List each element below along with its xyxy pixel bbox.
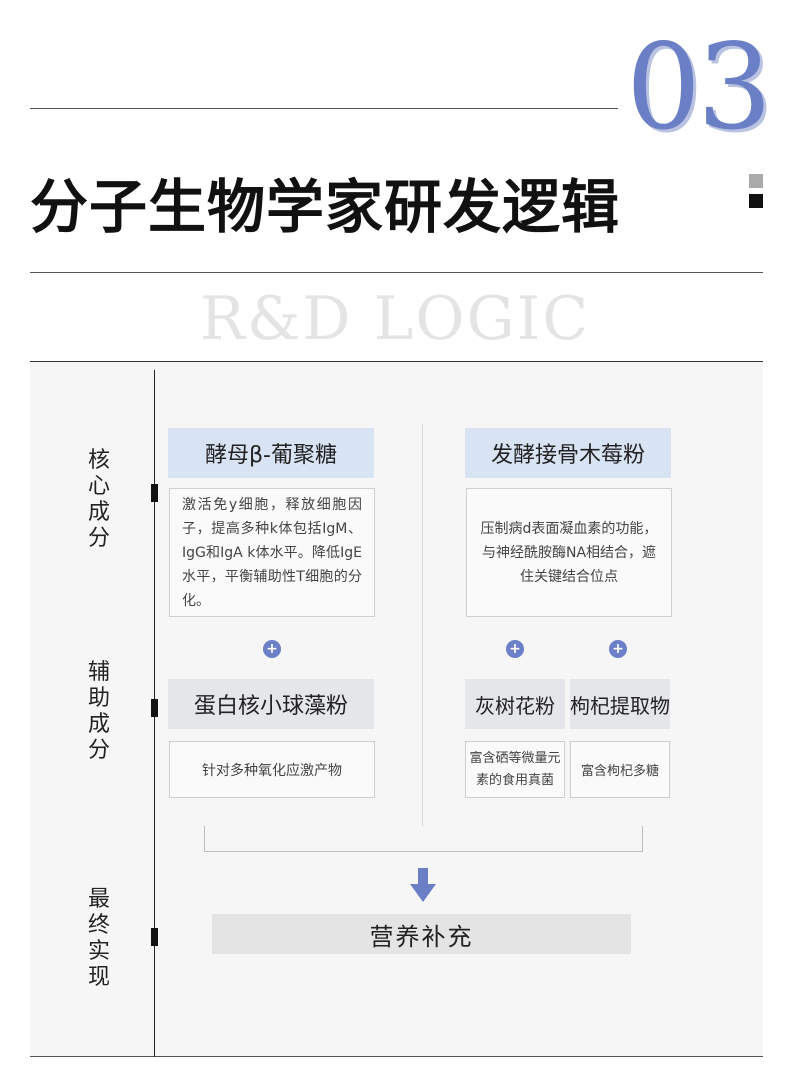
bottom-divider xyxy=(30,1056,763,1057)
aux-title-left: 蛋白核小球藻粉 xyxy=(168,679,374,729)
result-box: 营养补充 xyxy=(212,914,631,954)
aux2-title-right: 枸杞提取物 xyxy=(570,679,670,729)
label-final-result: 最终实现 xyxy=(87,887,110,990)
arrow-down-icon xyxy=(410,868,436,902)
label-core-ingredients: 核心成分 xyxy=(87,448,110,551)
aux1-desc-right: 富含硒等微量元素的食用真菌 xyxy=(465,741,565,798)
aux1-title-right: 灰树花粉 xyxy=(465,679,565,729)
timeline-marker-aux xyxy=(151,699,158,717)
core-desc-left: 激活免y细胞，释放细胞因子，提高多种k体包括IgM、IgG和IgA k体水平。降… xyxy=(169,488,375,617)
timeline-marker-final xyxy=(151,928,158,946)
grey-square-icon xyxy=(749,174,763,188)
core-title-left: 酵母β-葡聚糖 xyxy=(168,428,374,478)
page-subtitle: R&D LOGIC xyxy=(199,284,591,354)
core-desc-right: 压制病d表面凝血素的功能，与神经酰胺酶NA相结合，遮住关键结合位点 xyxy=(466,488,672,617)
core-title-right: 发酵接骨木莓粉 xyxy=(465,428,671,478)
page-title: 分子生物学家研发逻辑 xyxy=(30,173,621,241)
timeline-marker-core xyxy=(151,484,158,502)
aux-desc-left: 针对多种氧化应激产物 xyxy=(169,741,375,798)
plus-circle-icon: + xyxy=(506,640,524,658)
column-divider xyxy=(422,424,423,826)
plus-circle-icon: + xyxy=(609,640,627,658)
plus-circle-icon: + xyxy=(263,640,281,658)
top-divider xyxy=(30,108,618,109)
panel-top-divider xyxy=(30,361,763,362)
aux2-desc-right: 富含枸杞多糖 xyxy=(570,741,670,798)
label-auxiliary-ingredients: 辅助成分 xyxy=(87,660,110,763)
merge-bracket xyxy=(204,826,643,852)
section-number: 03 xyxy=(626,18,772,156)
black-square-icon xyxy=(749,194,763,208)
mid-divider xyxy=(30,272,763,273)
